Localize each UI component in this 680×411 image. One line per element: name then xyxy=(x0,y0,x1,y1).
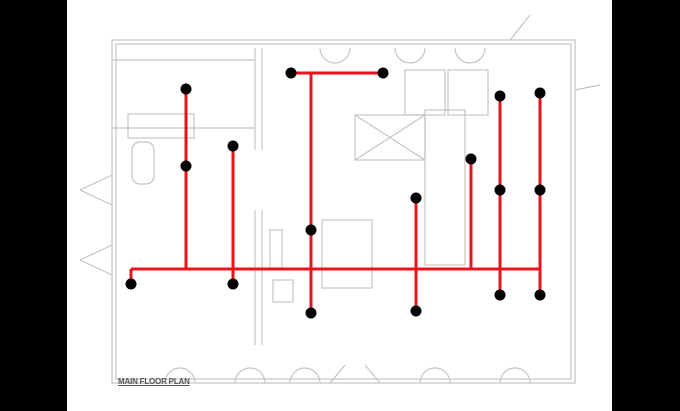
node-point xyxy=(410,192,422,204)
node-point xyxy=(377,67,389,79)
stair-upper-2 xyxy=(447,69,489,116)
bathtub xyxy=(127,113,195,139)
door-swings xyxy=(79,14,601,384)
walls xyxy=(79,14,601,384)
void-cross xyxy=(354,114,426,161)
node-point xyxy=(305,224,317,236)
node-point xyxy=(227,140,239,152)
node-point xyxy=(305,307,317,319)
node-point xyxy=(494,289,506,301)
node-point xyxy=(227,278,239,290)
staircase xyxy=(424,109,466,266)
window-bays xyxy=(164,47,531,384)
counter xyxy=(269,229,283,269)
outer-wall xyxy=(111,39,576,384)
stair-upper xyxy=(404,69,446,116)
red-routes xyxy=(129,71,542,313)
node-point xyxy=(534,184,546,196)
node-point xyxy=(125,278,137,290)
node-point xyxy=(534,87,546,99)
kitchen-unit xyxy=(321,219,373,289)
drawing-sheet xyxy=(67,0,612,411)
node-point xyxy=(285,67,297,79)
bath-fixture xyxy=(131,141,155,185)
nodes xyxy=(125,67,546,319)
inner-wall xyxy=(115,43,572,380)
node-point xyxy=(494,90,506,102)
node-point xyxy=(180,160,192,172)
node-point xyxy=(494,184,506,196)
node-point xyxy=(465,153,477,165)
appliance xyxy=(272,279,294,303)
node-point xyxy=(534,289,546,301)
node-point xyxy=(180,83,192,95)
node-point xyxy=(410,305,422,317)
plan-title: MAIN FLOOR PLAN xyxy=(118,377,190,386)
